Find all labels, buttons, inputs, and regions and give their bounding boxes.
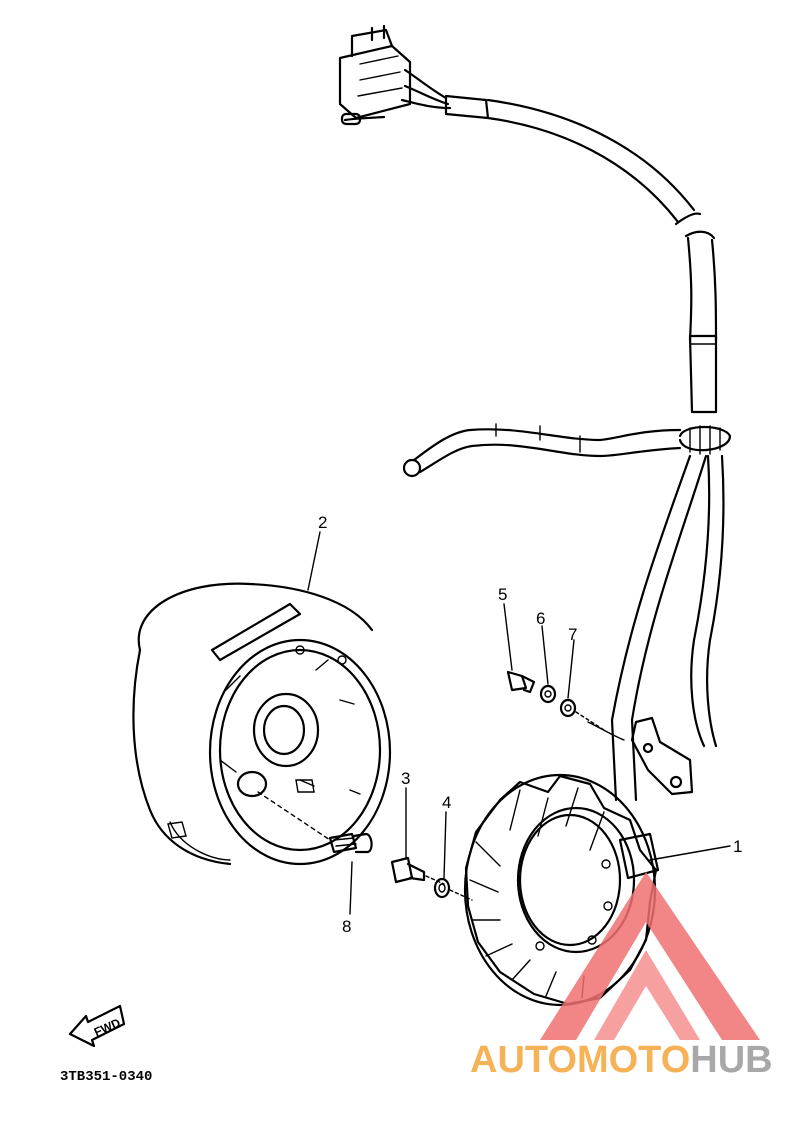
wiring-harness xyxy=(402,94,732,802)
screw-5 xyxy=(506,670,536,694)
svg-text:AUTOMOTOHUB: AUTOMOTOHUB xyxy=(470,1039,773,1081)
forward-direction-arrow-icon: FWD xyxy=(68,1004,126,1048)
washer-6 xyxy=(539,684,557,704)
part-number-2: 2 xyxy=(318,513,327,532)
part-number-3: 3 xyxy=(401,769,410,788)
washer-7 xyxy=(559,698,605,731)
bolt-8 xyxy=(257,791,373,854)
bolt-3 xyxy=(390,856,445,885)
part-number-5: 5 xyxy=(498,585,507,604)
part-number-8: 8 xyxy=(342,917,351,936)
catalog-code: 3TB351-0340 xyxy=(60,1069,152,1085)
automotohub-watermark: AUTOMOTOHUB xyxy=(470,872,773,1081)
part-number-6: 6 xyxy=(536,609,545,628)
watermark-text-automoto: AUTOMOTO xyxy=(470,1039,690,1081)
part-number-4: 4 xyxy=(442,793,451,812)
leader-lines xyxy=(307,531,731,915)
washer-4 xyxy=(433,877,473,901)
part-number-7: 7 xyxy=(568,625,577,644)
stator xyxy=(463,773,660,1007)
wire-connector xyxy=(338,24,452,126)
flywheel-rotor xyxy=(132,582,392,866)
watermark-text-hub: HUB xyxy=(690,1039,772,1081)
part-number-1: 1 xyxy=(733,837,742,856)
watermark-triangle-icon xyxy=(540,872,760,1040)
